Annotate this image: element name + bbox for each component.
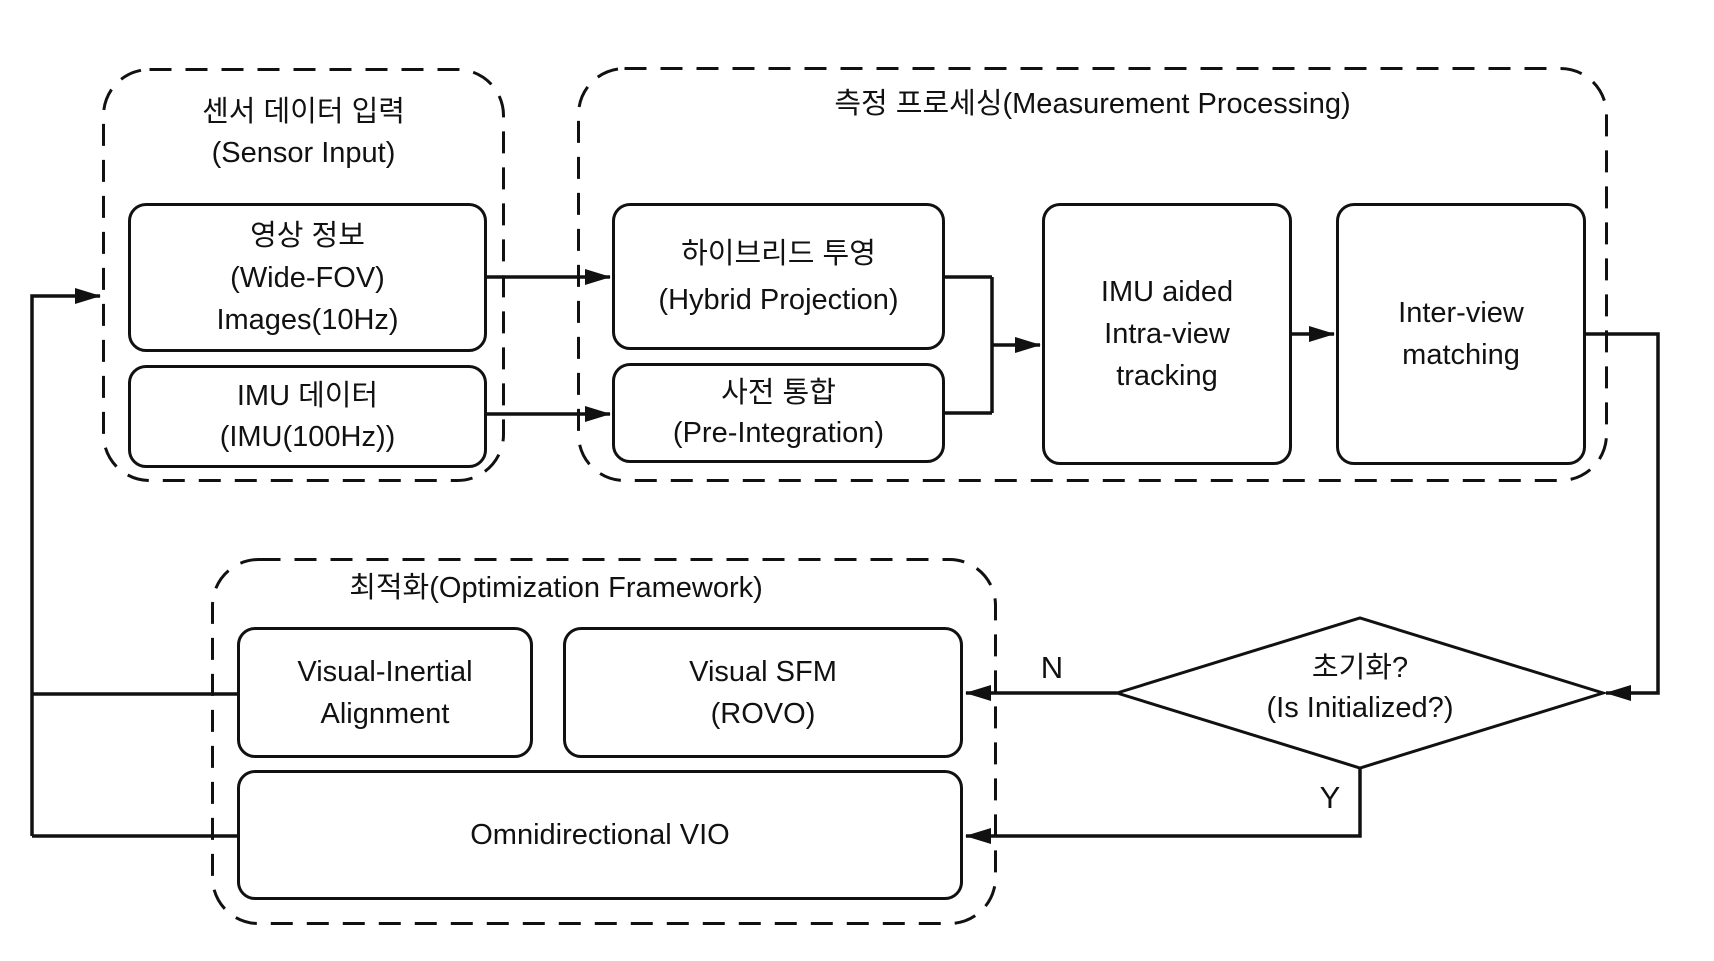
measurement-processing-title-text: 측정 프로세싱(Measurement Processing) bbox=[834, 88, 1351, 120]
edge-inter-view-to-decision bbox=[1586, 332, 1660, 701]
node-label-line: Visual-Inertial bbox=[297, 655, 473, 688]
decision-label-line: 초기화? bbox=[1311, 652, 1409, 684]
decision-label-line: (Is Initialized?) bbox=[1266, 692, 1454, 724]
node-label-line: Omnidirectional VIO bbox=[470, 819, 730, 851]
node-label-line: (IMU(100Hz)) bbox=[219, 420, 396, 453]
node-label-line: tracking bbox=[1116, 360, 1218, 392]
node-label-line: (Hybrid Projection) bbox=[658, 283, 899, 316]
node-label-line: (Wide-FOV) bbox=[230, 261, 385, 294]
node-label-line: Images(10Hz) bbox=[216, 303, 399, 336]
node-label-line: 영상 정보 bbox=[250, 219, 365, 252]
node-visual-sfm: Visual SFM (ROVO) bbox=[563, 627, 963, 758]
sensor-input-title: 센서 데이터 입력 (Sensor Input) bbox=[102, 92, 505, 174]
edge-label-n: N bbox=[1040, 650, 1064, 685]
node-wide-fov-images: 영상 정보 (Wide-FOV) Images(10Hz) bbox=[128, 203, 487, 352]
node-intra-view-tracking: IMU aided Intra-view tracking bbox=[1042, 203, 1292, 465]
node-label-line: 사전 통합 bbox=[721, 377, 836, 409]
edge-decision-yes-to-vio bbox=[965, 768, 1362, 844]
node-label-line: IMU aided bbox=[1100, 276, 1234, 308]
sensor-input-title-ko: 센서 데이터 입력 bbox=[202, 96, 405, 128]
node-label-line: 하이브리드 투영 bbox=[681, 237, 876, 270]
node-label-line: (ROVO) bbox=[710, 697, 816, 730]
measurement-processing-title: 측정 프로세싱(Measurement Processing) bbox=[577, 86, 1608, 122]
node-label-line: Intra-view bbox=[1104, 318, 1230, 350]
edge-merge-bar bbox=[945, 275, 994, 415]
sensor-input-title-en: (Sensor Input) bbox=[211, 137, 396, 169]
node-pre-integration: 사전 통합 (Pre-Integration) bbox=[612, 363, 945, 463]
optimization-framework-title-text: 최적화(Optimization Framework) bbox=[349, 572, 763, 604]
node-label-line: matching bbox=[1402, 339, 1520, 371]
node-label-line: Visual SFM bbox=[689, 655, 837, 688]
node-label-line: Inter-view bbox=[1398, 297, 1524, 329]
node-hybrid-projection: 하이브리드 투영 (Hybrid Projection) bbox=[612, 203, 945, 350]
node-visual-inertial-alignment: Visual-Inertial Alignment bbox=[237, 627, 533, 758]
node-inter-view-matching: Inter-view matching bbox=[1336, 203, 1586, 465]
decision-is-initialized-shape bbox=[1111, 616, 1609, 770]
edge-label-y: Y bbox=[1319, 780, 1341, 815]
optimization-framework-container-outline bbox=[211, 558, 997, 925]
node-label-line: Alignment bbox=[320, 697, 450, 730]
optimization-framework-title: 최적화(Optimization Framework) bbox=[211, 570, 901, 606]
node-omnidirectional-vio: Omnidirectional VIO bbox=[237, 770, 963, 900]
node-imu-data: IMU 데이터 (IMU(100Hz)) bbox=[128, 365, 487, 468]
sensor-input-container-outline bbox=[102, 68, 505, 482]
decision-label: 초기화? (Is Initialized?) bbox=[1160, 648, 1560, 728]
node-label-line: IMU 데이터 bbox=[236, 379, 379, 412]
node-label-line: (Pre-Integration) bbox=[672, 417, 885, 449]
edge-feedback-to-sensor-input bbox=[30, 288, 101, 836]
measurement-processing-container-outline bbox=[577, 67, 1608, 482]
